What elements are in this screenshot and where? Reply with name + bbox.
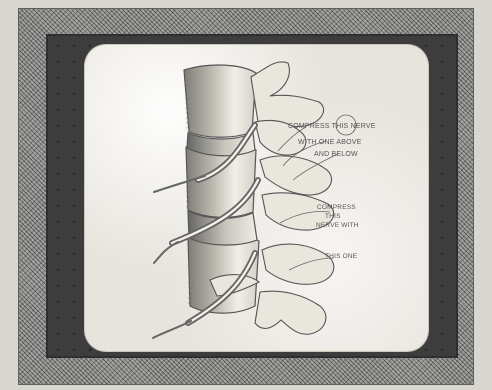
compress-nerve-label: COMPRESS THIS NERVE bbox=[288, 123, 376, 130]
with-one-above-label: WITH ONE ABOVE bbox=[298, 139, 362, 146]
top-spinous-process bbox=[251, 62, 324, 127]
middle-transverse-process bbox=[260, 156, 332, 195]
spinal-anatomy-drawing: COMPRESS THIS NERVE WITH ONE ABOVE AND B… bbox=[84, 44, 429, 352]
upper-vertebral-body bbox=[184, 65, 256, 137]
bottom-spinous-process bbox=[255, 291, 326, 334]
lower-transverse-process bbox=[262, 244, 334, 284]
nerve-with-label: NERVE WITH bbox=[316, 222, 359, 229]
this-one-label: THIS ONE bbox=[325, 253, 358, 260]
bottom-left-nerve-branch bbox=[153, 321, 191, 338]
compress-label: COMPRESS bbox=[317, 204, 356, 211]
this-label: THIS bbox=[325, 213, 341, 220]
and-below-label: AND BELOW bbox=[314, 151, 358, 158]
